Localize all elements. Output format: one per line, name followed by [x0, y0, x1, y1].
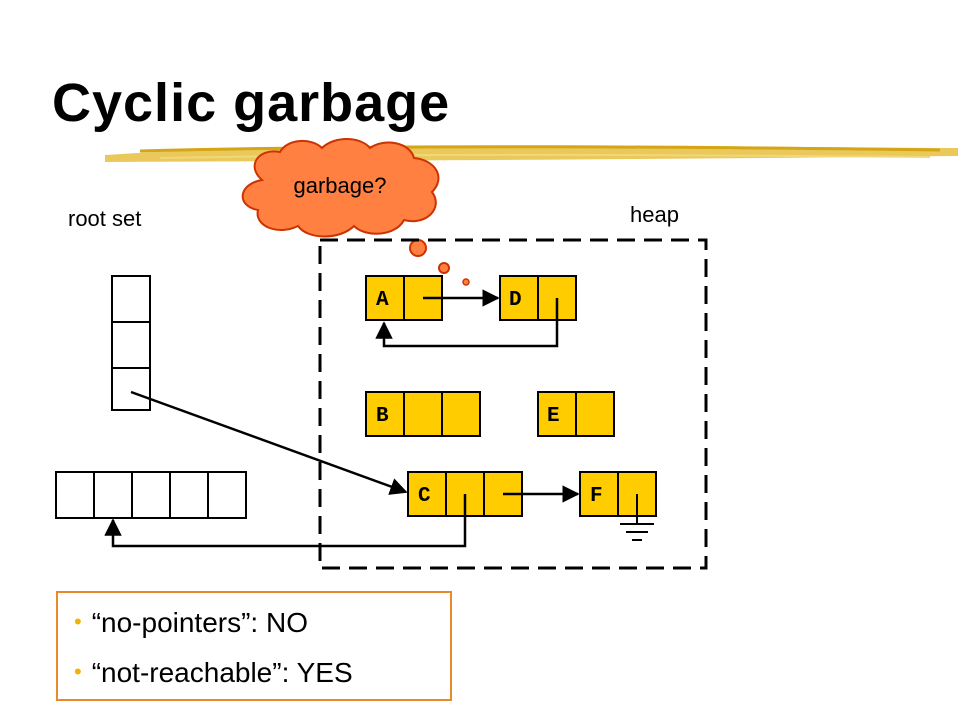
node-c-label: C [418, 485, 431, 508]
bullet-text: “not-reachable”: YES [91, 657, 353, 688]
heap-boundary [318, 238, 708, 570]
node-f: F [579, 471, 657, 517]
node-b: B [365, 391, 481, 437]
bullet-dot-icon: • [74, 609, 82, 634]
root-set-row [55, 471, 247, 519]
bullet-box: • “no-pointers”: NO • “not-reachable”: YES [56, 591, 452, 701]
pointer-c-to-root-row [104, 494, 467, 548]
node-b-label: B [376, 405, 389, 428]
node-e: E [537, 391, 615, 437]
node-d: D [499, 275, 577, 321]
pointer-root-to-c [130, 390, 408, 495]
node-f-label: F [590, 485, 603, 508]
thought-bubble-text: garbage? [294, 173, 387, 198]
bullet-item: • “no-pointers”: NO [74, 599, 450, 649]
node-d-label: D [509, 289, 522, 312]
thought-bubble: garbage? [241, 138, 470, 286]
root-set-label: root set [68, 206, 141, 231]
bullet-item: • “not-reachable”: YES [74, 649, 450, 699]
root-set-stack [111, 275, 151, 411]
title-underline [105, 145, 958, 162]
node-e-label: E [547, 405, 560, 428]
slide-title: Cyclic garbage [52, 73, 451, 133]
bullet-text: “no-pointers”: NO [91, 607, 308, 638]
node-a-label: A [376, 289, 389, 312]
heap-label: heap [630, 202, 679, 227]
pointer-d-to-a [375, 298, 559, 348]
null-ground-icon [620, 494, 654, 541]
bullet-dot-icon: • [74, 659, 82, 684]
